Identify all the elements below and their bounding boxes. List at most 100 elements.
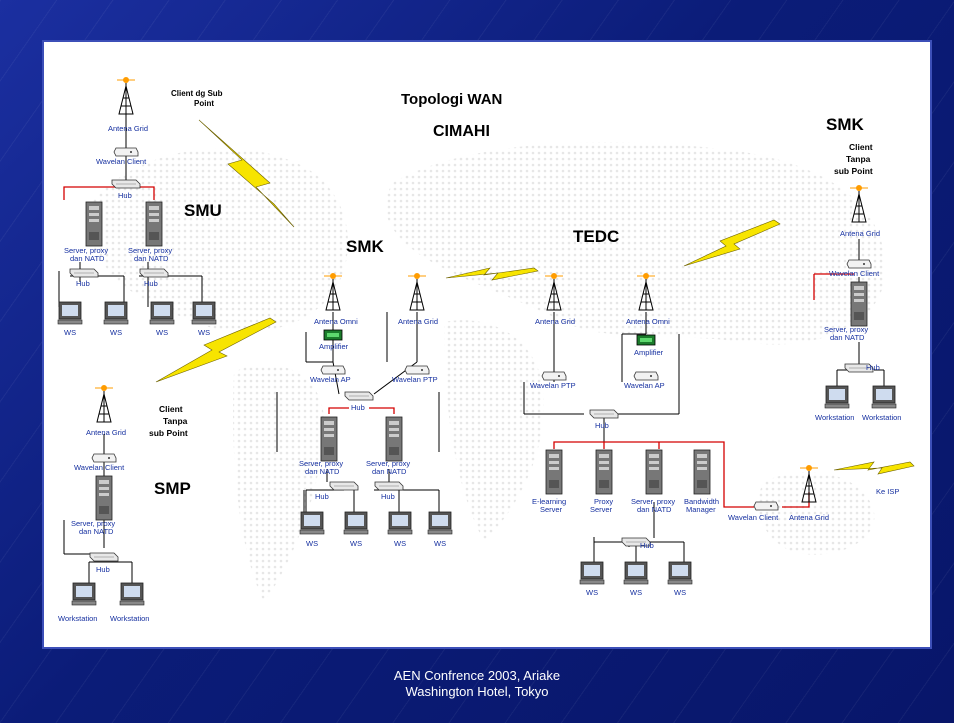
- diagram-panel: Topologi WAN CIMAHI SMU SMK TEDC SMK SMP…: [44, 42, 930, 647]
- server-label: Server, proxy: [366, 459, 410, 468]
- wavelan-client-label: Wavelan Client: [728, 513, 779, 522]
- note-smk-right: Client: [849, 142, 873, 152]
- server-label: dan NATD: [637, 505, 672, 514]
- hub-label: Hub: [144, 279, 158, 288]
- city-label: CIMAHI: [433, 123, 490, 140]
- note-smk-right: sub Point: [834, 166, 873, 176]
- ws-label: WS: [110, 328, 122, 337]
- server-icon: [95, 475, 113, 521]
- wireless-link-bolt: [683, 219, 781, 267]
- workstation-icon: [119, 582, 145, 606]
- ws-label: WS: [394, 539, 406, 548]
- wavelan-ptp-label: Wavelan PTP: [530, 381, 576, 390]
- red-cables: [63, 186, 854, 508]
- server-label: dan NATD: [830, 333, 865, 342]
- hub-icon: [111, 179, 141, 189]
- ws-icon: [57, 301, 83, 325]
- hub-label: Hub: [866, 363, 880, 372]
- server-label: Server, proxy: [64, 246, 108, 255]
- footer-line-2: Washington Hotel, Tokyo: [405, 684, 549, 699]
- world-map-background: [84, 142, 886, 602]
- wireless-link-bolt: [155, 317, 277, 383]
- amplifier-icon: [323, 329, 343, 341]
- antenna-omni-label: Antena Omni: [626, 317, 670, 326]
- wireless-link-bolt: [833, 461, 915, 475]
- bandwidth-manager-label: Bandwidth: [684, 497, 719, 506]
- ws-icon: [103, 301, 129, 325]
- note-client-sub: Client dg Sub: [171, 89, 223, 98]
- server-label: Server, proxy: [128, 246, 172, 255]
- note-smk-right: Tanpa: [846, 154, 871, 164]
- elearning-server-label: Server: [540, 505, 563, 514]
- wireless-link-bolt: [198, 119, 295, 228]
- bandwidth-manager-icon: [693, 449, 711, 495]
- server-label: dan NATD: [305, 467, 340, 476]
- footer-line-1: AEN Confrence 2003, Ariake: [393, 668, 561, 683]
- note-smp: sub Point: [149, 428, 188, 438]
- ws-icon: [149, 301, 175, 325]
- wavelan-client-icon: [846, 259, 872, 269]
- note-smp: Client: [159, 404, 183, 414]
- wavelan-client-label: Wavelan Client: [74, 463, 125, 472]
- ws-icon: [623, 561, 649, 585]
- ws-label: WS: [198, 328, 210, 337]
- antenna-grid-icon: [407, 272, 427, 311]
- server-label: Server, proxy: [71, 519, 115, 528]
- antenna-grid-label: Antena Grid: [108, 124, 148, 133]
- hub-icon: [589, 409, 619, 419]
- server-icon: [645, 449, 663, 495]
- proxy-server-label: Proxy: [594, 497, 613, 506]
- ws-label: WS: [630, 588, 642, 597]
- wavelan-client-icon: [753, 501, 779, 511]
- hub-label: Hub: [96, 565, 110, 574]
- antenna-grid-label: Antena Grid: [789, 513, 829, 522]
- ws-icon: [299, 511, 325, 535]
- hub-label: Hub: [351, 403, 365, 412]
- ws-icon: [387, 511, 413, 535]
- site-label-tedc: TEDC: [573, 227, 619, 246]
- ws-label: WS: [674, 588, 686, 597]
- slide-footer: AEN Confrence 2003, Ariake Washington Ho…: [0, 668, 954, 700]
- hub-icon: [139, 268, 169, 278]
- wavelan-client-icon: [113, 147, 139, 157]
- wavelan-client-label: Wavelan Client: [96, 157, 147, 166]
- hub-label: Hub: [118, 191, 132, 200]
- elearning-server-label: E-learning: [532, 497, 566, 506]
- ws-icon: [667, 561, 693, 585]
- server-label: dan NATD: [70, 254, 105, 263]
- server-label: Server, proxy: [299, 459, 343, 468]
- ws-icon: [427, 511, 453, 535]
- wavelan-client-label: Wavelan Client: [829, 269, 880, 278]
- hub-icon: [329, 481, 359, 491]
- ws-label: WS: [64, 328, 76, 337]
- server-label: dan NATD: [134, 254, 169, 263]
- ws-icon: [343, 511, 369, 535]
- hub-icon: [374, 481, 404, 491]
- workstation-label: Workstation: [58, 614, 97, 623]
- proxy-server-icon: [595, 449, 613, 495]
- proxy-server-label: Server: [590, 505, 613, 514]
- elearning-server-icon: [545, 449, 563, 495]
- server-icon: [145, 201, 163, 247]
- workstation-label: Workstation: [110, 614, 149, 623]
- wavelan-ptp-label: Wavelan PTP: [392, 375, 438, 384]
- wavelan-ap-label: Wavelan AP: [624, 381, 665, 390]
- wavelan-ptp-icon: [541, 371, 567, 381]
- hub-label: Hub: [76, 279, 90, 288]
- workstation-icon: [71, 582, 97, 606]
- antenna-omni-label: Antena Omni: [314, 317, 358, 326]
- hub-icon: [69, 268, 99, 278]
- amplifier-icon: [636, 334, 656, 346]
- hub-icon: [344, 391, 374, 401]
- server-label: dan NATD: [372, 467, 407, 476]
- wavelan-ap-label: Wavelan AP: [310, 375, 351, 384]
- ws-label: WS: [434, 539, 446, 548]
- amplifier-label: Amplifier: [319, 342, 349, 351]
- wireless-link-bolt: [445, 267, 539, 281]
- wavelan-ap-icon: [320, 365, 346, 375]
- hub-label: Hub: [595, 421, 609, 430]
- server-label: Server, proxy: [824, 325, 868, 334]
- workstation-label: Workstation: [862, 413, 901, 422]
- hub-label: Hub: [381, 492, 395, 501]
- diagram-title: Topologi WAN: [401, 91, 502, 108]
